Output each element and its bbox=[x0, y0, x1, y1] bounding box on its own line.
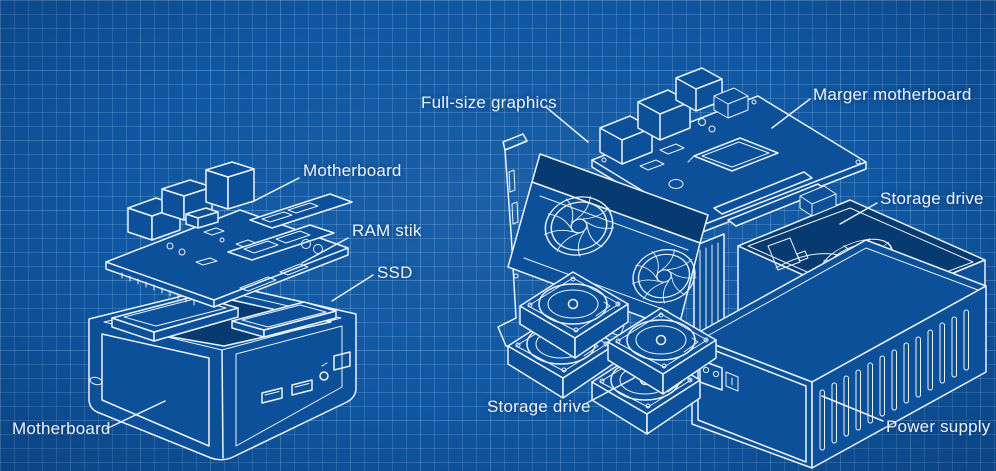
nuc-drive-module bbox=[231, 301, 337, 338]
gpu-bracket bbox=[497, 133, 531, 354]
label-right-motherboard: Marger motherboard bbox=[813, 85, 972, 104]
nuc-motherboard bbox=[105, 161, 353, 308]
label-motherboard-top: Motherboard bbox=[303, 161, 402, 180]
label-graphics: Full-size graphics bbox=[421, 93, 557, 112]
power-supply bbox=[691, 239, 987, 469]
psu-vent-slots bbox=[819, 309, 969, 451]
leader-graphics bbox=[545, 106, 589, 143]
label-motherboard-bottom: Motherboard bbox=[12, 419, 111, 438]
nuc-front-ports bbox=[261, 351, 351, 404]
leader-right-motherboard bbox=[771, 98, 811, 129]
leader-motherboard-top bbox=[251, 177, 300, 203]
leader-power bbox=[821, 395, 884, 422]
leader-ssd bbox=[331, 274, 374, 302]
label-ram: RAM stik bbox=[352, 221, 422, 240]
label-storage-bottom: Storage drive bbox=[487, 397, 591, 416]
leader-motherboard-bottom bbox=[105, 400, 166, 430]
cpu-socket bbox=[687, 137, 779, 172]
label-power: Power supply bbox=[886, 417, 991, 436]
leader-storage-right bbox=[839, 202, 878, 225]
label-ssd: SSD bbox=[377, 263, 413, 282]
leader-lines bbox=[105, 98, 884, 430]
label-storage-right: Storage drive bbox=[880, 189, 984, 208]
leader-ram bbox=[301, 237, 349, 264]
case-vent-panel bbox=[693, 233, 725, 335]
leader-storage-bottom bbox=[584, 377, 635, 405]
nuc-chassis bbox=[88, 284, 357, 461]
ac-inlet bbox=[699, 359, 739, 392]
ram-modules bbox=[227, 193, 353, 261]
